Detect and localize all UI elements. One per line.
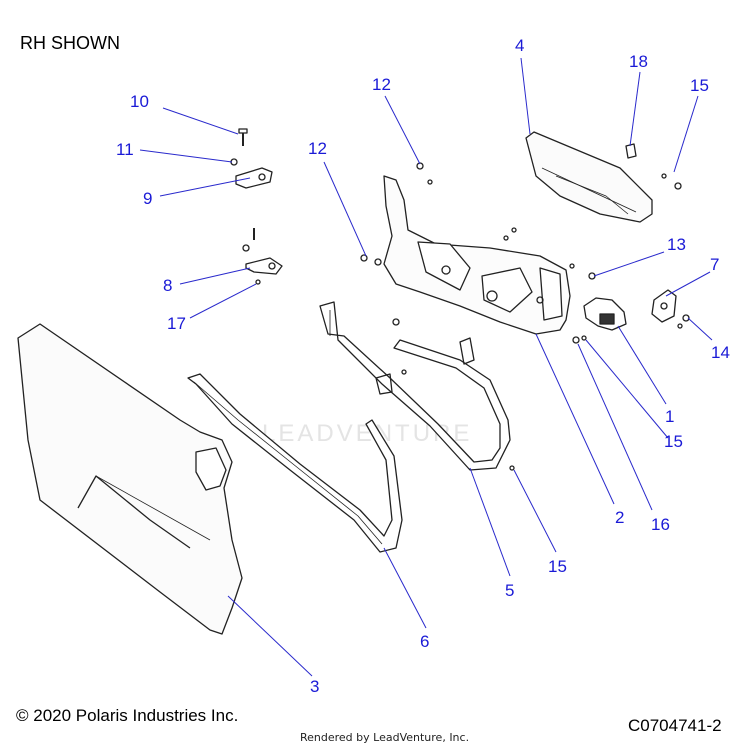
leader-line <box>189 283 257 319</box>
leader-line <box>665 271 711 297</box>
leader-line <box>629 71 641 147</box>
clip-part <box>625 143 637 159</box>
diagram-title: RH SHOWN <box>20 33 120 53</box>
callout-10: 10 <box>130 92 149 111</box>
callout-18: 18 <box>629 52 648 71</box>
callout-8: 8 <box>163 276 173 295</box>
callout-1: 1 <box>665 407 675 426</box>
callout-7: 7 <box>710 255 720 274</box>
callout-2: 2 <box>615 508 625 527</box>
leader-line <box>179 267 251 285</box>
door-seal-part <box>187 373 403 553</box>
door-panel-part <box>17 323 243 635</box>
callout-15-bottom: 15 <box>548 557 567 576</box>
callout-12-lower: 12 <box>308 139 327 158</box>
upper-hinge-part <box>235 167 273 189</box>
leader-line <box>139 149 233 163</box>
striker-plate-part <box>651 289 677 323</box>
callout-15-right: 15 <box>664 432 683 451</box>
door-frame-part <box>319 301 511 471</box>
leader-line <box>162 107 239 135</box>
rendered-by-credit: Rendered by LeadVenture, Inc. <box>300 731 470 744</box>
callout-15-top: 15 <box>690 76 709 95</box>
callout-6: 6 <box>420 632 430 651</box>
callout-14: 14 <box>711 343 730 362</box>
leader-line <box>469 467 511 577</box>
callout-3: 3 <box>310 677 320 696</box>
leader-line <box>383 547 427 629</box>
callout-16: 16 <box>651 515 670 534</box>
leader-line <box>227 595 313 677</box>
leader-line <box>513 469 557 553</box>
callout-17: 17 <box>167 314 186 333</box>
leader-line <box>593 251 665 277</box>
leader-line <box>520 57 531 135</box>
leader-line <box>159 177 251 197</box>
leader-line <box>323 161 367 257</box>
lower-hinge-part <box>245 257 283 275</box>
leader-line <box>687 317 713 341</box>
leader-line <box>535 333 615 505</box>
leader-line <box>577 343 653 511</box>
callout-12-upper: 12 <box>372 75 391 94</box>
leader-line <box>617 325 667 405</box>
callout-4: 4 <box>515 36 525 55</box>
callout-13: 13 <box>667 235 686 254</box>
leader-line <box>673 95 699 173</box>
callout-5: 5 <box>505 581 515 600</box>
leader-line <box>585 339 669 439</box>
copyright-notice: © 2020 Polaris Industries Inc. <box>16 706 239 725</box>
inner-door-panel-part <box>383 175 571 335</box>
callout-9: 9 <box>143 189 153 208</box>
leader-line <box>384 95 421 165</box>
top-trim-part <box>525 131 653 223</box>
callout-11: 11 <box>116 140 134 159</box>
figure-id: C0704741-2 <box>628 716 722 735</box>
